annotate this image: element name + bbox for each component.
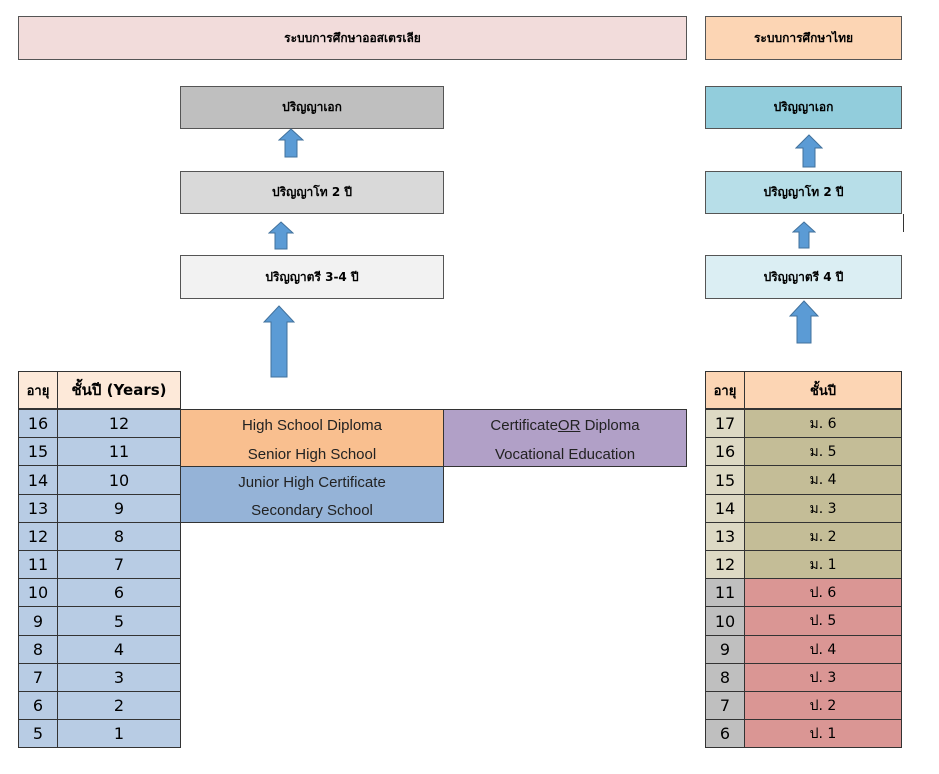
thai-grade-cell: ป. 1 [744,719,902,748]
thai-age-cell: 15 [705,465,745,495]
aus-year-cell: 6 [57,578,181,607]
aus-phd-box: ปริญญาเอก [180,86,444,129]
thai-age-cell: 11 [705,578,745,607]
or-text: OR [557,416,581,434]
thai-age-cell: 9 [705,635,745,664]
thai-age-cell: 17 [705,409,745,438]
aus-age-cell: 6 [18,691,58,720]
aus-year-cell: 8 [57,522,181,551]
thai-age-cell: 13 [705,522,745,551]
vocational-certificate-label: Certificate OR Diploma [444,411,686,439]
aus-age-cell: 16 [18,409,58,438]
aus-year-cell: 5 [57,606,181,636]
aus-age-cell: 14 [18,465,58,495]
senior-school-label: Senior High School [247,445,377,463]
aus-year-header: ชั้นปี (Years) [57,371,181,409]
thai-bachelor-box: ปริญญาตรี 4 ปี [705,255,902,299]
thai-age-cell: 7 [705,691,745,720]
junior-high-box: Junior High Certificate Secondary School [180,466,444,523]
thai-grade-cell: ม. 2 [744,522,902,551]
aus-year-cell: 11 [57,437,181,466]
thai-age-cell: 16 [705,437,745,466]
thai-age-cell: 8 [705,663,745,692]
thai-grade-cell: ม. 1 [744,550,902,579]
aus-age-cell: 7 [18,663,58,692]
thai-grade-cell: ป. 5 [744,606,902,636]
thai-master-box: ปริญญาโท 2 ปี [705,171,902,214]
secondary-school-label: Secondary School [251,501,373,519]
aus-age-cell: 13 [18,494,58,523]
thai-age-cell: 12 [705,550,745,579]
aus-age-cell: 12 [18,522,58,551]
aus-age-cell: 10 [18,578,58,607]
aus-age-cell: 15 [18,437,58,466]
thai-age-cell: 10 [705,606,745,636]
border-mark [903,214,904,232]
australia-system-title: ระบบการศึกษาออสเตรเลีย [18,16,687,60]
thai-grade-cell: ป. 6 [744,578,902,607]
up-arrow-icon [789,300,819,344]
thai-grade-header: ชั้นปี [744,371,902,409]
up-arrow-icon [792,221,816,249]
thai-grade-cell: ป. 3 [744,663,902,692]
aus-bachelor-box: ปริญญาตรี 3-4 ปี [180,255,444,299]
aus-year-cell: 4 [57,635,181,664]
thai-age-cell: 14 [705,494,745,523]
aus-year-cell: 7 [57,550,181,579]
senior-diploma-label: High School Diploma [241,416,383,434]
certificate-text: Certificate [490,416,558,434]
aus-age-cell: 9 [18,606,58,636]
vocational-education-label: Vocational Education [494,445,636,463]
thai-grade-cell: ม. 3 [744,494,902,523]
up-arrow-icon [795,134,823,168]
diploma-text: Diploma [580,416,640,434]
aus-year-cell: 2 [57,691,181,720]
aus-age-cell: 8 [18,635,58,664]
aus-age-header: อายุ [18,371,58,409]
aus-year-cell: 12 [57,409,181,438]
aus-age-cell: 11 [18,550,58,579]
thai-system-title: ระบบการศึกษาไทย [705,16,902,60]
thai-age-cell: 6 [705,719,745,748]
junior-certificate-label: Junior High Certificate [238,473,386,491]
thai-grade-cell: ป. 4 [744,635,902,664]
thai-grade-cell: ม. 6 [744,409,902,438]
aus-year-cell: 1 [57,719,181,748]
aus-year-cell: 10 [57,465,181,495]
aus-master-box: ปริญญาโท 2 ปี [180,171,444,214]
up-arrow-icon [278,128,304,158]
thai-phd-box: ปริญญาเอก [705,86,902,129]
thai-age-header: อายุ [705,371,745,409]
up-arrow-icon [268,221,294,250]
senior-high-box: High School Diploma Senior High School [180,409,444,467]
aus-year-cell: 9 [57,494,181,523]
aus-age-cell: 5 [18,719,58,748]
aus-year-cell: 3 [57,663,181,692]
thai-grade-cell: ม. 4 [744,465,902,495]
thai-grade-cell: ป. 2 [744,691,902,720]
up-arrow-icon [263,305,295,378]
vocational-box: Certificate OR Diploma Vocational Educat… [443,409,687,467]
thai-grade-cell: ม. 5 [744,437,902,466]
